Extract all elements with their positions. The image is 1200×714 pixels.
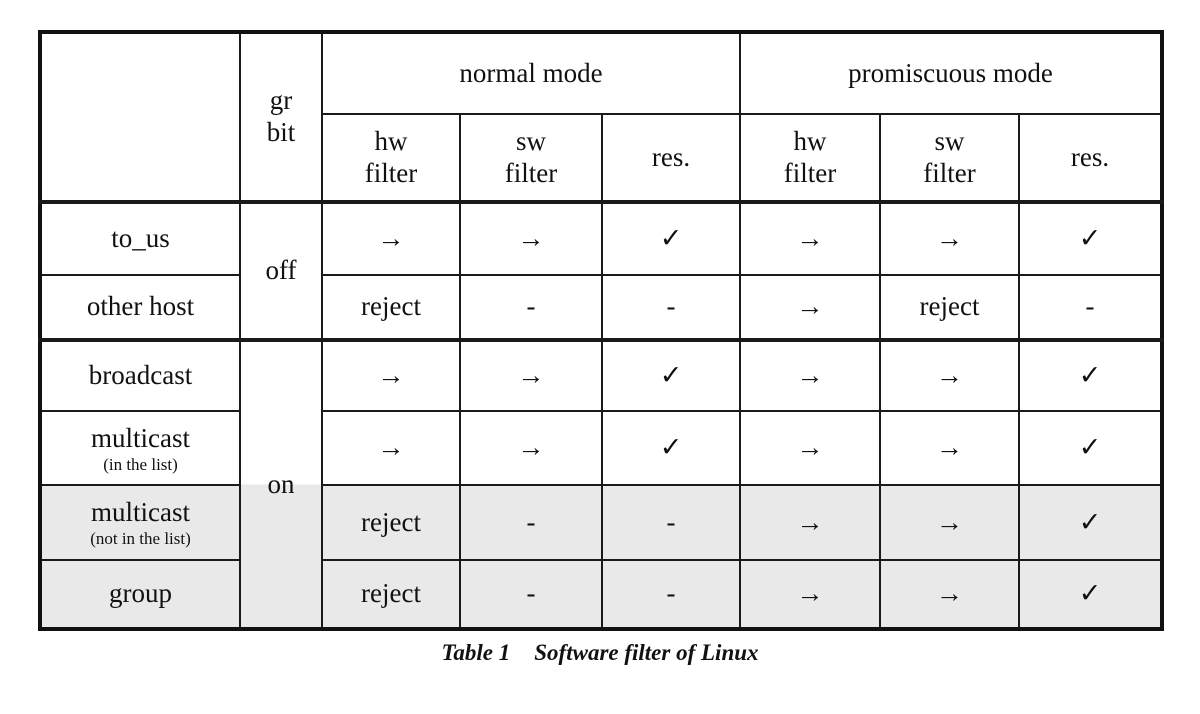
table-caption-title: Software filter of Linux — [534, 640, 759, 665]
row-label-text: multicast — [91, 422, 190, 453]
cell-group-pm-sw: → — [879, 559, 1020, 630]
cell-broadcast-pm-sw: → — [879, 338, 1020, 412]
row-label-subtext: (in the list) — [103, 454, 178, 474]
cell-multicast-in-nm-hw: → — [321, 410, 461, 486]
cell-other-host-nm-sw: - — [459, 274, 603, 341]
promiscuous-mode-header: promiscuous mode — [738, 31, 1164, 115]
row-label-to-us: to_us — [39, 200, 241, 276]
cell-multicast-not-nm-res: - — [601, 484, 741, 561]
cell-to-us-nm-hw: → — [321, 200, 461, 276]
cell-group-nm-sw: - — [459, 559, 603, 630]
cell-to-us-pm-res: ✓ — [1017, 200, 1164, 276]
row-label-broadcast: broadcast — [39, 338, 241, 412]
cell-multicast-in-pm-sw: → — [879, 410, 1020, 486]
row-label-other-host: other host — [39, 274, 241, 341]
cell-multicast-in-pm-res: ✓ — [1017, 410, 1164, 486]
cell-group-nm-res: - — [601, 559, 741, 630]
cell-multicast-not-pm-sw: → — [879, 484, 1020, 561]
row-label-multicast-in-list: multicast (in the list) — [39, 410, 241, 486]
table-caption-number: Table 1 — [441, 640, 511, 665]
cell-broadcast-nm-res: ✓ — [601, 338, 741, 412]
cell-broadcast-pm-hw: → — [739, 338, 881, 412]
cell-multicast-not-nm-sw: - — [459, 484, 603, 561]
cell-other-host-pm-hw: → — [739, 274, 881, 341]
promiscuous-hw-filter-header: hw filter — [739, 113, 881, 203]
cell-other-host-nm-hw: reject — [321, 274, 461, 341]
promiscuous-sw-filter-header: sw filter — [879, 113, 1020, 203]
normal-mode-header: normal mode — [321, 31, 741, 115]
cell-group-nm-hw: reject — [321, 559, 461, 630]
normal-res-header: res. — [601, 113, 741, 203]
cell-multicast-not-pm-res: ✓ — [1017, 484, 1164, 561]
cell-to-us-pm-sw: → — [879, 200, 1020, 276]
cell-other-host-pm-sw: reject — [879, 274, 1020, 341]
cell-multicast-not-pm-hw: → — [739, 484, 881, 561]
normal-sw-filter-header: sw filter — [459, 113, 603, 203]
cell-other-host-pm-res: - — [1017, 274, 1164, 341]
promiscuous-res-header: res. — [1017, 113, 1164, 203]
cell-broadcast-nm-hw: → — [321, 338, 461, 412]
gr-bit-column-header: gr bit — [239, 31, 323, 203]
cell-multicast-in-pm-hw: → — [739, 410, 881, 486]
software-filter-table: gr bit normal mode promiscuous mode hw f… — [38, 30, 1165, 631]
gr-bit-on-cell: on — [239, 338, 323, 630]
blank-corner-cell — [39, 31, 241, 203]
cell-other-host-nm-res: - — [601, 274, 741, 341]
row-label-text: multicast — [91, 497, 190, 528]
cell-multicast-not-nm-hw: reject — [321, 484, 461, 561]
cell-broadcast-nm-sw: → — [459, 338, 603, 412]
cell-broadcast-pm-res: ✓ — [1017, 338, 1164, 412]
row-label-multicast-not-in-list: multicast (not in the list) — [39, 484, 241, 561]
cell-multicast-in-nm-res: ✓ — [601, 410, 741, 486]
row-label-subtext: (not in the list) — [90, 529, 191, 548]
cell-to-us-nm-sw: → — [459, 200, 603, 276]
row-label-group: group — [39, 559, 241, 630]
cell-group-pm-hw: → — [739, 559, 881, 630]
cell-multicast-in-nm-sw: → — [459, 410, 603, 486]
normal-hw-filter-header: hw filter — [321, 113, 461, 203]
cell-to-us-pm-hw: → — [739, 200, 881, 276]
cell-to-us-nm-res: ✓ — [601, 200, 741, 276]
table-caption: Table 1 Software filter of Linux — [0, 640, 1200, 666]
cell-group-pm-res: ✓ — [1017, 559, 1164, 630]
gr-bit-off-cell: off — [239, 200, 323, 341]
